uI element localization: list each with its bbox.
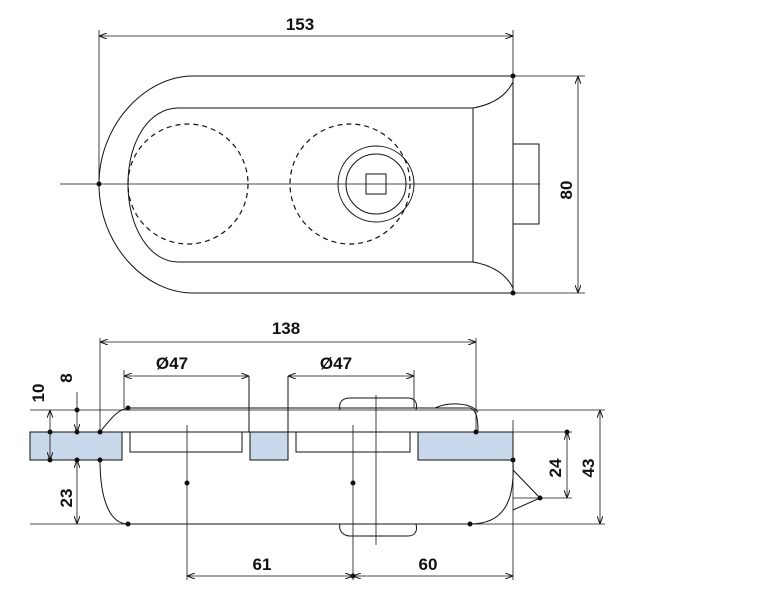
dim-label-hole-right: Ø47 <box>320 354 352 373</box>
dim-label-23: 23 <box>57 489 76 508</box>
left-recess <box>129 432 243 453</box>
bottom-screw-head <box>339 523 417 537</box>
lower-clamp-body <box>99 459 514 525</box>
top-view-inner-face <box>127 81 514 289</box>
dim-label-hole-left: Ø47 <box>156 354 188 373</box>
side-view: 138 Ø47 Ø47 10 8 23 24 43 61 <box>29 319 605 580</box>
dim-label-60: 60 <box>419 555 438 574</box>
dim-label-10: 10 <box>29 384 48 403</box>
dim-label-80: 80 <box>557 181 576 200</box>
dim-label-61: 61 <box>253 555 272 574</box>
glass-pane-right <box>417 431 514 461</box>
glass-pane-left <box>29 431 123 461</box>
right-wedge <box>512 469 541 511</box>
dim-label-8: 8 <box>57 373 76 382</box>
dim-label-43: 43 <box>579 459 598 478</box>
upper-clamp-body <box>99 407 479 433</box>
top-screw-head <box>339 397 417 411</box>
top-view: 153 80 <box>60 15 585 296</box>
top-view-outline <box>98 75 513 294</box>
dim-label-24: 24 <box>546 458 565 477</box>
dim-label-153: 153 <box>286 15 314 34</box>
dim-label-138: 138 <box>272 319 300 338</box>
glass-pane-middle <box>249 431 289 461</box>
